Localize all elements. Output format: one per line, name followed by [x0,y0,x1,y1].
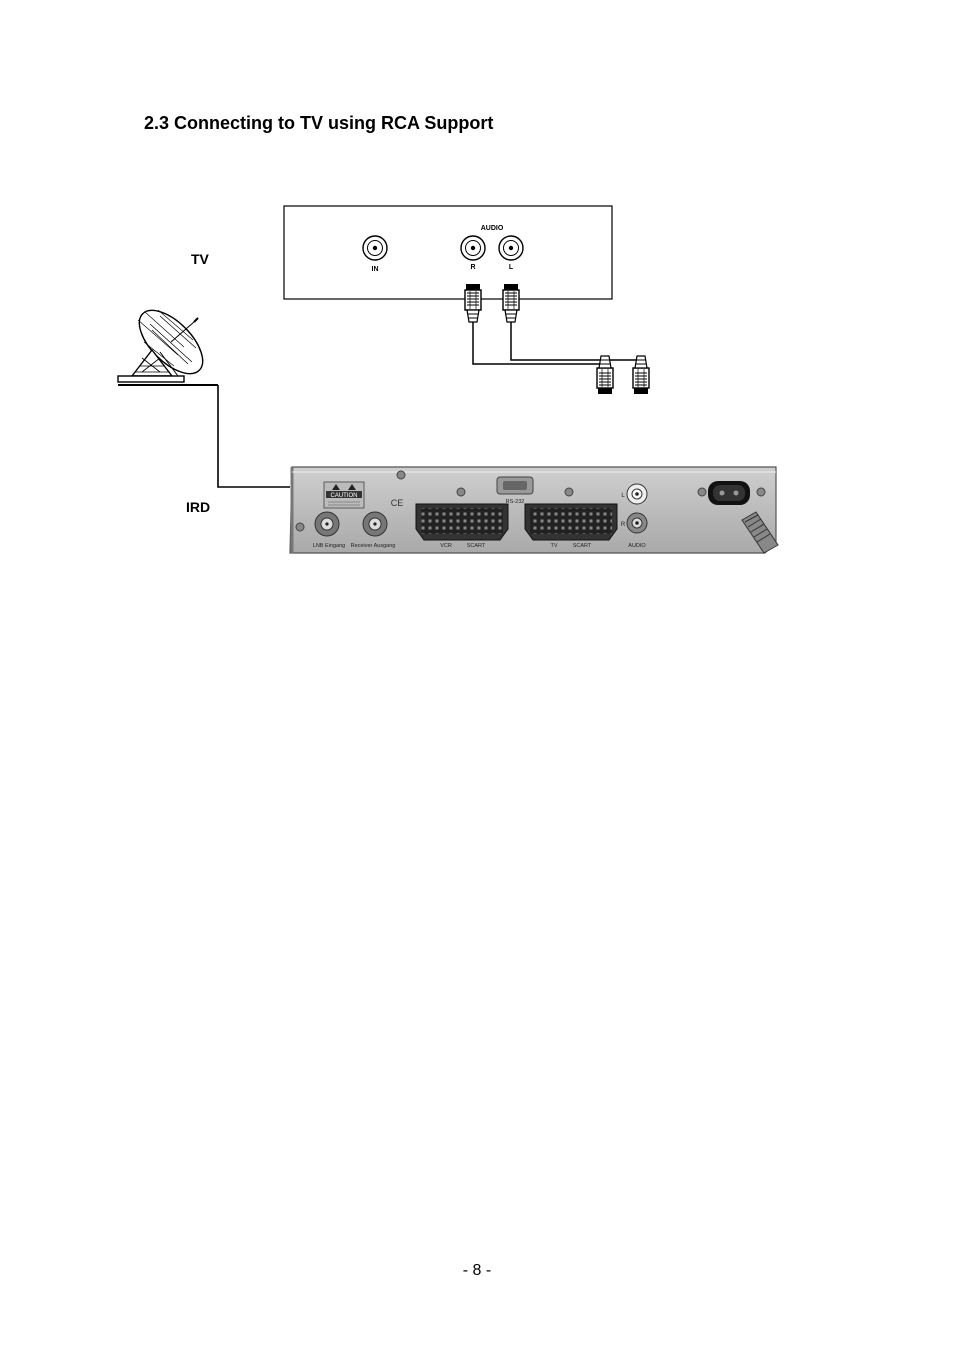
tv-l-label: L [509,264,514,271]
lnb-cable [217,385,290,488]
tv-label: TV [191,251,209,267]
ird-label: IRD [186,499,211,515]
ird-audio-r-jack [626,512,648,534]
vcr-scart-label: SCART [467,543,486,549]
ird-audio-l-label: L [621,493,625,499]
tv-audio-label: AUDIO [481,225,504,232]
ird-audio-l-jack [626,483,648,505]
receiver-out-connector [362,511,388,537]
vcr-scart-port: VCR SCART [415,503,509,549]
ird-audio-label: AUDIO [628,543,646,549]
ird-rear-panel: CAUTION CE RS-232 LNB Eingang Receiver A… [289,466,779,554]
tv-scart-port: TV SCART [524,503,618,549]
caution-text: CAUTION [331,493,358,499]
tv-scart-label: SCART [573,543,592,549]
ird-audio-r-label: R [621,522,626,528]
rca-cable [464,283,650,395]
page-number: - 8 - [462,1262,492,1279]
rca-plug-tv-l [502,283,520,323]
tv-r-label: R [470,264,475,271]
section-heading: 2.3 Connecting to TV using RCA Support [144,113,494,133]
satellite-dish-icon [117,309,218,386]
receiver-label: Receiver Ausgang [351,543,396,549]
lnb-in-connector [314,511,340,537]
rca-plug-ird-1 [596,355,614,395]
rca-plug-ird-2 [632,355,650,395]
power-socket-icon [708,481,750,505]
rs232-label: RS-232 [506,499,525,505]
tv-audio-r-jack [460,235,486,261]
power-cord-icon [741,511,779,554]
caution-label: CAUTION [323,481,365,509]
tv-in-label: IN [372,266,379,273]
rs232-port: RS-232 [496,476,534,505]
lnb-label: LNB Eingang [313,543,345,549]
vcr-label: VCR [440,543,452,549]
ce-mark: CE [391,498,404,508]
tv-antenna-in-jack [362,235,388,261]
tv-scart-tv-label: TV [550,543,557,549]
tv-audio-l-jack [498,235,524,261]
tv-panel: IN AUDIO R L [283,205,613,300]
rca-plug-tv-r [464,283,482,323]
